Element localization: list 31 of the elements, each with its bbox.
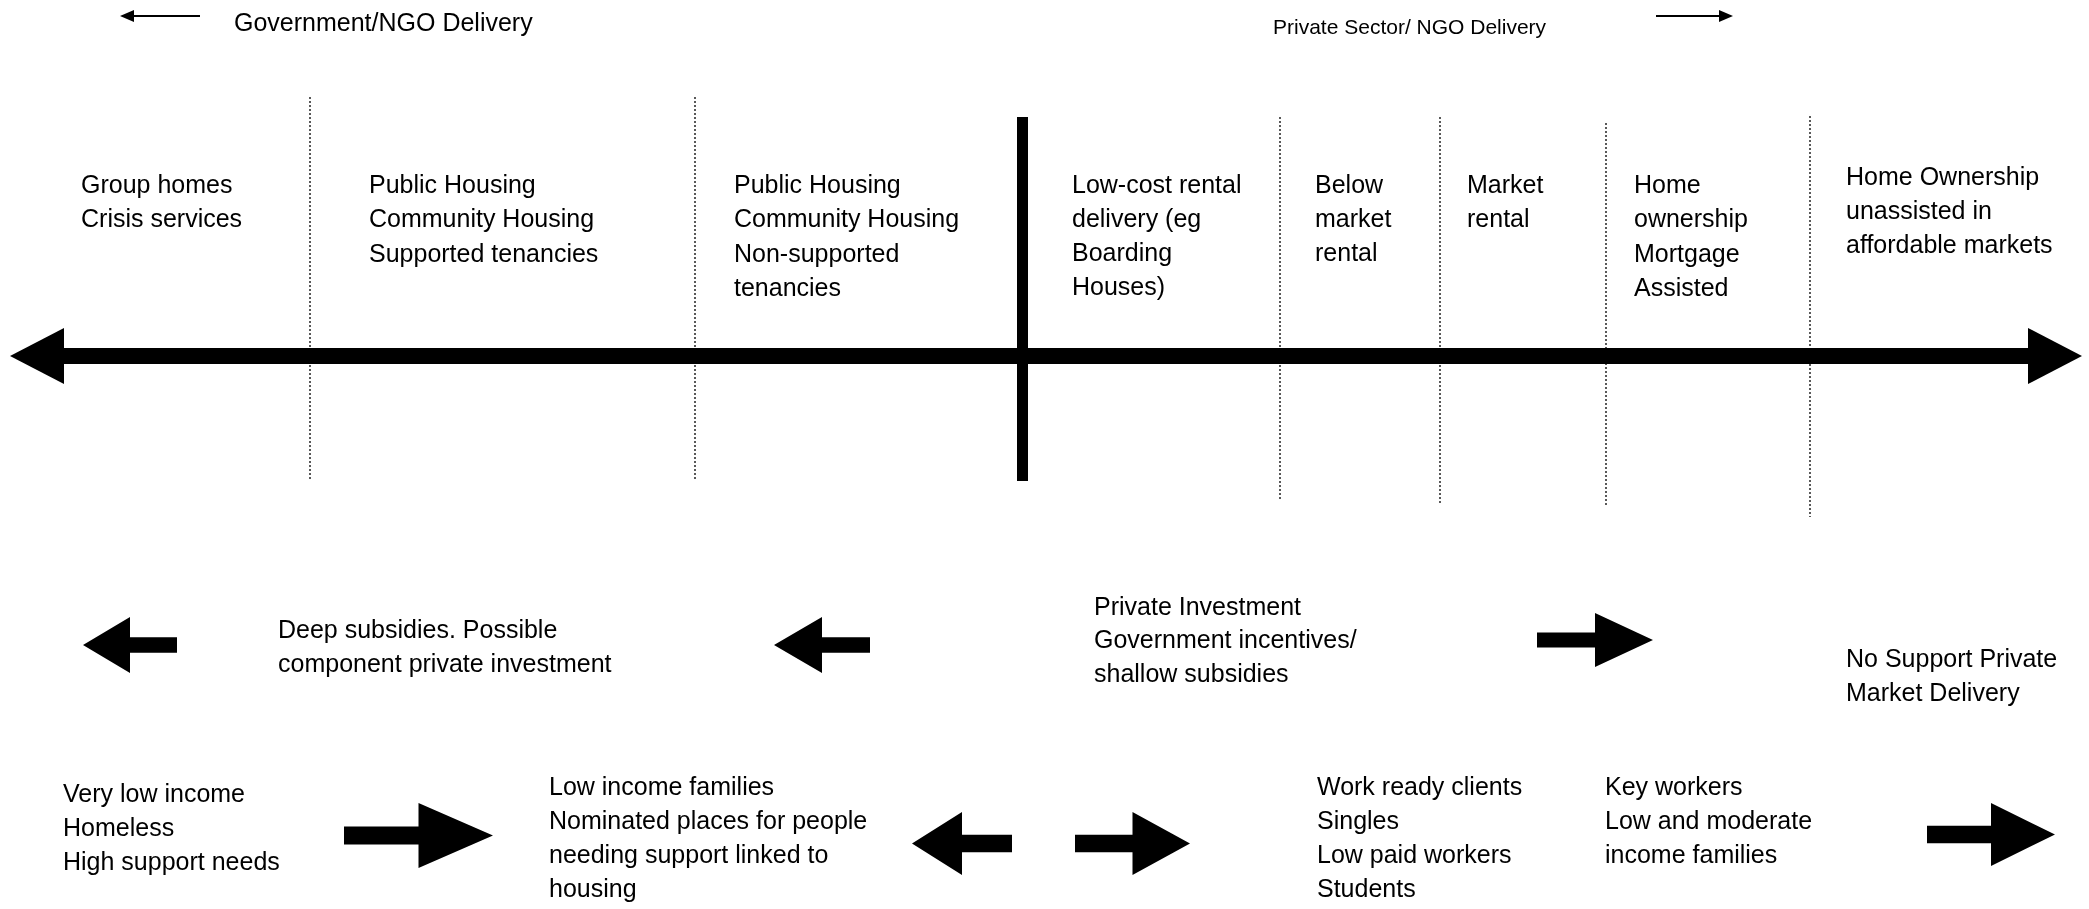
housing-type-label: Public Housing (369, 169, 536, 200)
housing-type-label: Market rental (1467, 169, 1545, 234)
client-group-label: Homeless (63, 812, 175, 843)
client-group-label: Low and moderate income families (1605, 805, 1814, 870)
client-group-label: Low income families (549, 771, 775, 802)
housing-type-label: Public Housing (734, 169, 901, 200)
client-group-label: Work ready clients (1317, 771, 1523, 802)
housing-type-label: Mortgage Assisted (1634, 238, 1741, 303)
client-group-label: Students (1317, 873, 1416, 904)
housing-type-label: Community Housing (734, 203, 960, 234)
housing-type-label: Home Ownership unassisted in affordable markets (1846, 161, 2054, 260)
housing-type-label: Crisis services (81, 203, 243, 234)
client-group-label: Very low income (63, 778, 246, 809)
delivery-heading: Private Sector/ NGO Delivery (1273, 14, 1547, 40)
client-group-label: Key workers (1605, 771, 1743, 802)
delivery-heading: Government/NGO Delivery (234, 7, 533, 38)
client-group-label: Singles (1317, 805, 1399, 836)
funding-label: Private Investment (1094, 591, 1302, 622)
client-group-label: Nominated places for people needing support linked to housing (549, 805, 869, 904)
housing-type-label: Low-cost rental delivery (eg Boarding Houses) (1072, 169, 1243, 302)
housing-type-label: Group homes (81, 169, 233, 200)
funding-label: No Support Private Market Delivery (1846, 643, 2059, 708)
client-group-label: Low paid workers (1317, 839, 1512, 870)
housing-type-label: Supported tenancies (369, 238, 599, 269)
housing-type-label: Community Housing (369, 203, 595, 234)
funding-label: Government incentives/ shallow subsidies (1094, 624, 1358, 689)
funding-label: Deep subsidies. Possible component private investment (278, 614, 613, 679)
housing-type-label: Home ownership (1634, 169, 1749, 234)
housing-type-label: Below market rental (1315, 169, 1393, 268)
housing-type-label: Non-supported tenancies (734, 238, 901, 303)
client-group-label: High support needs (63, 846, 280, 877)
